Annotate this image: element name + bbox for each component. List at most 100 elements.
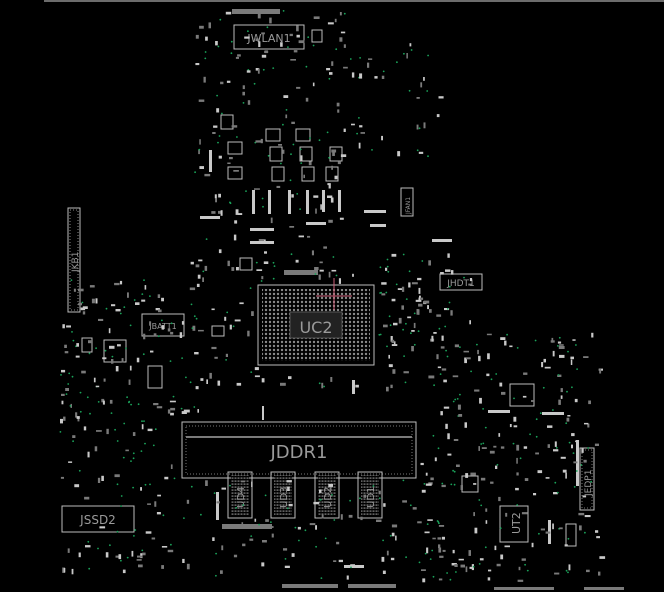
smd-pad <box>319 489 322 493</box>
smd-pad <box>427 519 433 521</box>
jwlan1-connector[interactable]: JWLAN1 <box>233 24 305 50</box>
smd-pad <box>149 295 151 297</box>
ud2-memory-chip[interactable]: UD2 <box>314 471 340 519</box>
smd-pad <box>232 325 235 328</box>
jddr1-connector[interactable]: JDDR1 <box>181 421 417 479</box>
smd-pad <box>478 355 481 362</box>
smd-pad <box>575 344 577 346</box>
smd-pad <box>350 564 355 567</box>
smd-pad <box>401 286 405 292</box>
smd-pad <box>270 521 272 523</box>
smd-pad <box>198 99 205 102</box>
jkb1-connector[interactable]: JKB1 <box>67 207 81 313</box>
ud3-memory-chip[interactable]: UD3 <box>270 471 296 519</box>
smd-pad <box>185 376 187 379</box>
smd-pad <box>261 276 264 280</box>
smd-pad <box>169 360 172 362</box>
smd-pad <box>84 496 90 500</box>
smd-pad <box>299 208 301 211</box>
smd-pad <box>339 37 343 42</box>
smd-pad <box>143 333 146 340</box>
smd-pad <box>286 480 292 483</box>
smd-pad <box>235 506 238 509</box>
smd-pad <box>115 366 119 372</box>
smd-pad <box>386 265 389 268</box>
smd-pad <box>205 238 208 241</box>
ud4-memory-chip[interactable]: UD4 <box>227 471 253 519</box>
smd-pad <box>68 461 73 463</box>
smd-pad <box>383 503 386 507</box>
smd-pad <box>61 369 66 373</box>
uc2-cpu-bga[interactable]: UC2 <box>257 284 375 366</box>
smd-pad <box>75 412 78 418</box>
smd-pad <box>234 220 238 224</box>
smd-pad <box>333 560 337 562</box>
jhdt1-connector[interactable]: JHDT1 <box>439 273 483 291</box>
smd-pad <box>191 327 194 329</box>
jedp1-connector[interactable]: JEDP1 <box>579 447 595 511</box>
smd-pad <box>181 357 184 359</box>
smd-pad <box>465 473 469 478</box>
smd-pad <box>123 422 126 425</box>
smd-pad <box>290 59 296 61</box>
smd-pad <box>448 285 451 288</box>
smd-pad <box>560 456 566 459</box>
smd-pad <box>290 253 293 256</box>
smd-pad <box>190 261 194 265</box>
smd-pad <box>270 217 273 224</box>
smd-pad <box>315 545 317 548</box>
ud1-memory-chip[interactable]: UD1 <box>357 471 383 519</box>
smd-pad <box>111 359 114 364</box>
smd-pad <box>391 344 398 346</box>
smd-pad <box>321 514 324 519</box>
smd-pad <box>183 517 185 519</box>
smd-pad <box>240 480 245 483</box>
smd-pad <box>417 330 420 333</box>
smd-pad <box>282 10 285 12</box>
smd-pad <box>513 416 517 422</box>
smd-pad <box>523 372 528 375</box>
smd-pad <box>95 298 98 304</box>
smd-pad <box>255 261 258 264</box>
smd-pad <box>516 457 518 464</box>
smd-pad <box>560 388 563 393</box>
jfan1-connector[interactable]: JFAN1 <box>400 187 414 217</box>
smd-pad <box>216 108 220 113</box>
smd-pad <box>574 398 578 403</box>
smd-pad <box>215 198 217 203</box>
component-outlines <box>81 114 577 547</box>
smd-pad <box>216 94 219 97</box>
smd-pad <box>575 470 578 472</box>
smd-pad <box>567 571 569 574</box>
smd-pad <box>136 559 142 561</box>
smd-pad <box>170 412 174 416</box>
smd-pad <box>356 132 358 135</box>
smd-pad <box>151 537 156 540</box>
smd-pad <box>454 398 457 401</box>
smd-pad <box>199 25 204 29</box>
smd-pad <box>523 446 528 449</box>
smd-pad <box>272 261 275 264</box>
smd-pad <box>93 377 96 383</box>
smd-pad <box>133 535 135 537</box>
smd-pad <box>436 314 442 317</box>
smd-pad <box>289 179 292 182</box>
smd-pad <box>409 504 412 507</box>
smd-pad <box>141 420 143 423</box>
smd-pad <box>566 390 568 393</box>
smd-pad <box>571 444 573 449</box>
smd-pad <box>181 321 185 325</box>
smd-pad <box>116 440 119 442</box>
jssd2-connector[interactable]: JSSD2 <box>61 505 135 533</box>
jbatt1-connector[interactable]: JBATT1 <box>141 313 185 337</box>
smd-pad <box>441 368 447 371</box>
smd-pad <box>432 434 435 437</box>
smd-pad <box>72 339 75 342</box>
smd-pad <box>572 339 576 341</box>
ut2-chip[interactable]: UT2 <box>499 505 529 543</box>
smd-pad <box>114 428 116 431</box>
smd-pad <box>331 269 337 272</box>
smd-pad <box>250 371 253 373</box>
smd-pad <box>544 366 551 369</box>
